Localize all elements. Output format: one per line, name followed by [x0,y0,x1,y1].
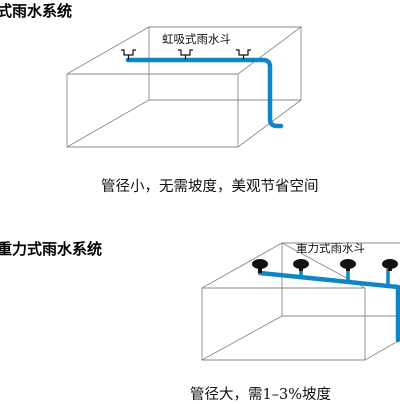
gravity-inlet-icon [293,259,309,271]
siphonic-system-heading: 式雨水系统 [0,2,73,20]
siphonic-inlet-icon [236,49,251,60]
siphonic-inlet-icon [178,49,193,60]
siphonic-inlet-icon [121,49,136,60]
siphonic-building-box [66,26,303,148]
siphonic-inlet-label: 虹吸式雨水斗 [162,32,231,46]
gravity-building-box [201,242,400,361]
gravity-caption: 管径大，需1–3%坡度 [190,387,331,403]
siphonic-caption: 管径小，无需坡度，美观节省空间 [101,179,319,195]
gravity-inlet-icon [340,259,356,271]
gravity-system-heading: 重力式雨水系统 [0,240,103,258]
gravity-pipe [257,270,400,343]
gravity-inlet-icon [382,259,398,271]
gravity-inlet-label: 重力式雨水斗 [296,241,365,255]
gravity-inlet-icon [252,259,268,273]
siphonic-pipe [125,57,284,129]
